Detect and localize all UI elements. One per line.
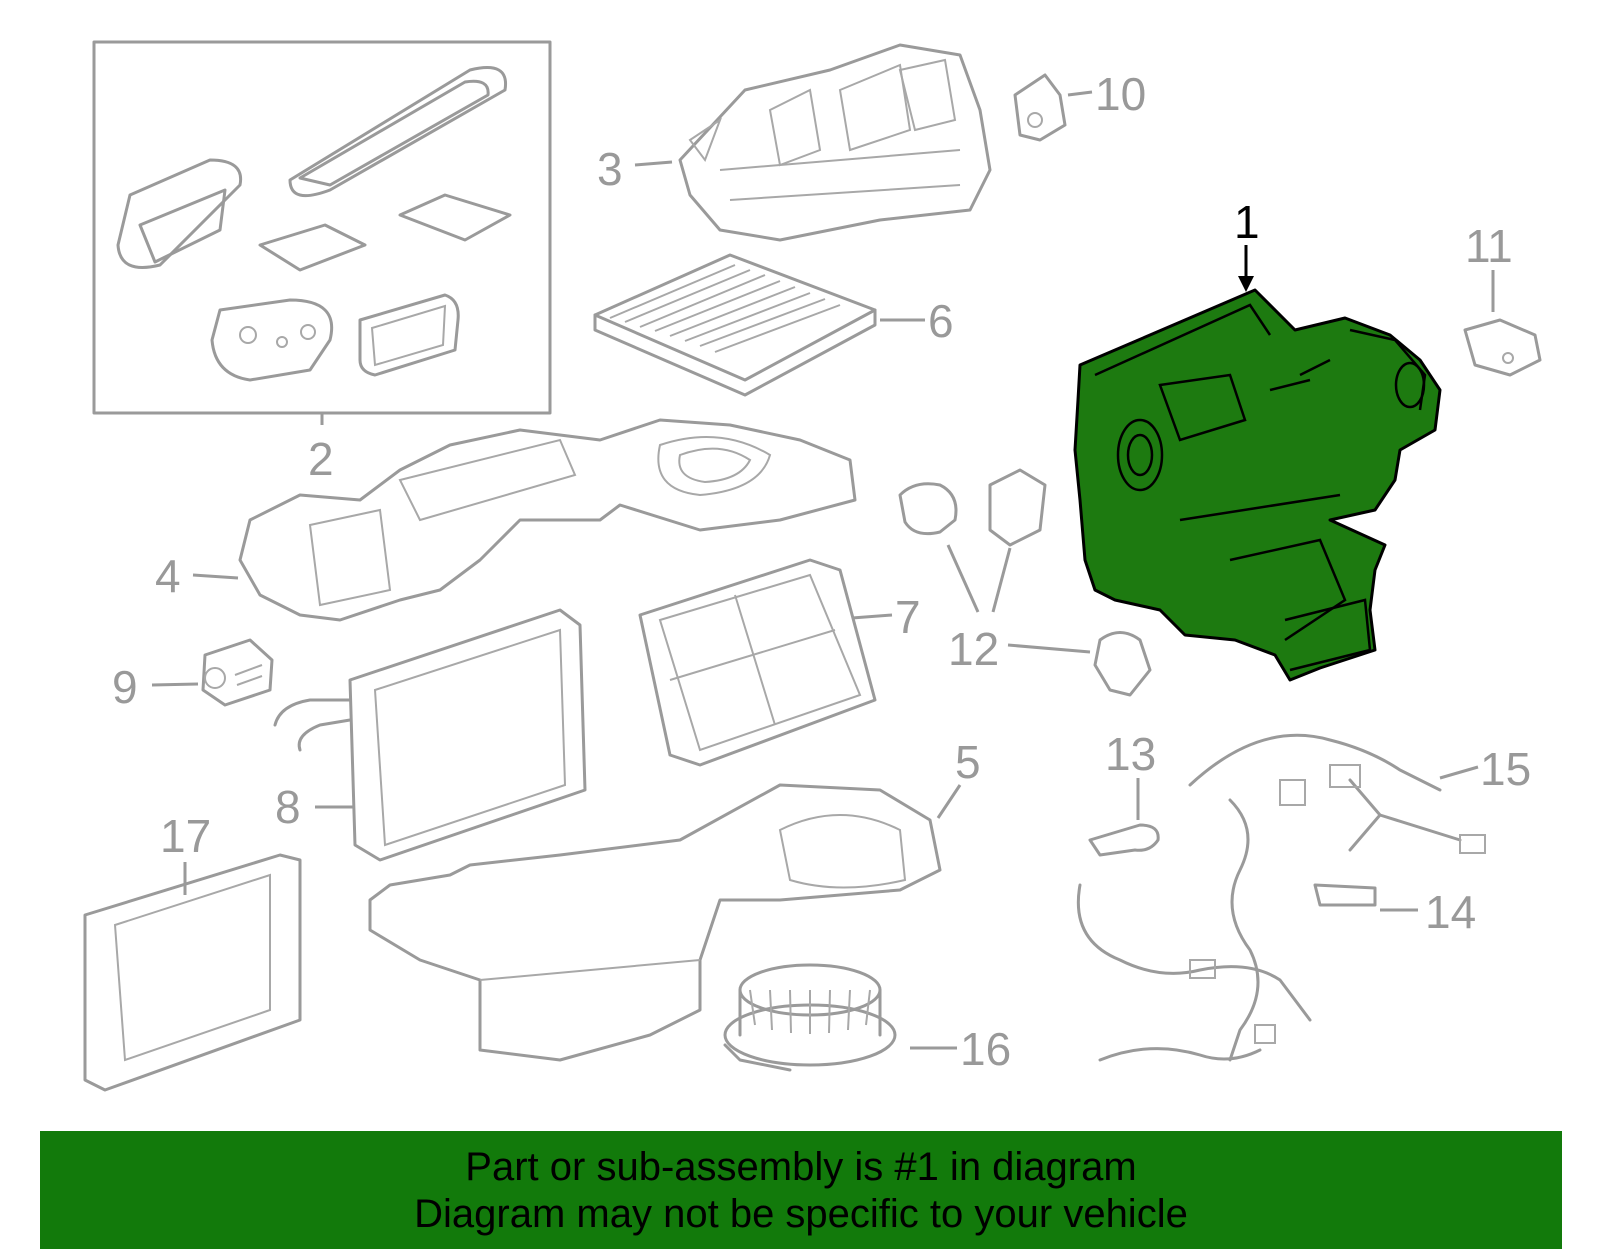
part-8-evaporator[interactable] (273, 608, 587, 862)
banner-line-1: Part or sub-assembly is #1 in diagram (465, 1145, 1137, 1189)
callout-7: 7 (895, 591, 921, 643)
callout-5: 5 (955, 736, 981, 788)
part-3-upper-housing[interactable] (678, 43, 992, 242)
callout-4: 4 (155, 550, 181, 602)
callout-10: 10 (1095, 68, 1146, 120)
part-17-frame[interactable] (83, 853, 302, 1092)
part-10-bracket[interactable] (1013, 73, 1067, 142)
part-16-blower-motor[interactable] (723, 963, 897, 1072)
part-14-bracket[interactable] (1313, 883, 1377, 907)
callout-11: 11 (1465, 220, 1513, 272)
part-4-case-upper[interactable] (238, 418, 857, 622)
callout-8: 8 (275, 781, 301, 833)
part-11-sensor[interactable] (1463, 318, 1542, 377)
part-13-link[interactable] (1088, 823, 1160, 857)
part-5-lower-case[interactable] (368, 783, 942, 1062)
arrow-icon (1238, 276, 1254, 292)
callout-14: 14 (1425, 886, 1476, 938)
info-banner: Part or sub-assembly is #1 in diagram Di… (40, 1131, 1562, 1249)
callout-6: 6 (928, 295, 954, 347)
part-12-actuators[interactable] (898, 468, 1152, 697)
part-6-cabin-filter[interactable] (593, 253, 877, 397)
callout-13: 13 (1105, 728, 1156, 780)
callout-3: 3 (597, 143, 623, 195)
callout-1: 1 (1234, 196, 1260, 248)
callout-labels: 1 2 3 4 5 6 7 8 9 10 11 12 13 14 15 16 1… (112, 68, 1531, 1075)
callout-9: 9 (112, 661, 138, 713)
leader-lines (151, 90, 1495, 1050)
callout-16: 16 (960, 1023, 1011, 1075)
callout-15: 15 (1480, 743, 1531, 795)
part-15-wiring-harness[interactable] (1076, 733, 1486, 1062)
part-7-heater-core[interactable] (638, 558, 877, 767)
banner-line-2: Diagram may not be specific to your vehi… (414, 1192, 1188, 1236)
callout-12: 12 (948, 623, 999, 675)
part-9-actuator[interactable] (201, 638, 274, 707)
callout-17: 17 (160, 810, 211, 862)
callout-2: 2 (308, 433, 334, 485)
part-2-seal-kit[interactable] (92, 40, 552, 425)
part-1-hvac-module[interactable] (1073, 288, 1442, 682)
